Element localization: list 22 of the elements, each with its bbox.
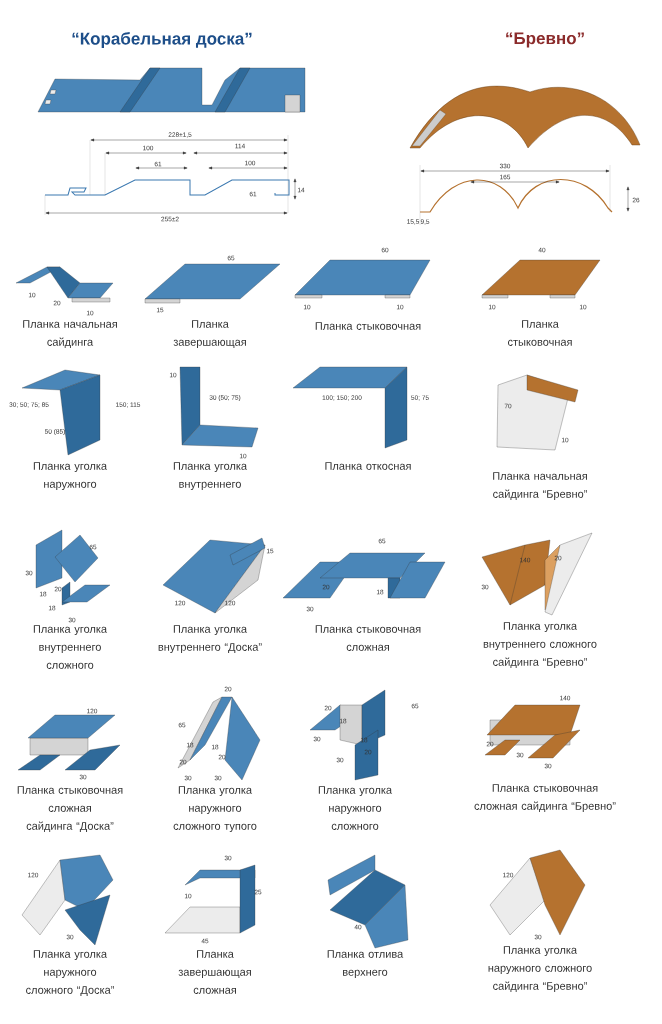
caption: Планка отлива верхнего [327,950,404,979]
caption: Планка стыковочная [315,322,421,330]
caption: Планка стыковочная [508,320,572,346]
caption: Планка стыковочная сложная сайдинга “Доска” [17,786,123,832]
caption: Планка уголка наружного сложного тупого [173,786,257,833]
caption: Планка уголка внутреннего “Доска” [158,625,262,654]
caption: Планка уголка наружного сложного [318,786,393,830]
caption: Планка стыковочная сложная [315,625,421,651]
caption: Планка уголка наружного [33,462,108,491]
caption: Планка уголка внутреннего сложного сайдинга “Бревно” [483,622,597,669]
caption: Планка завершающая сложная [178,950,251,994]
heading: “Корабельная доска” [72,32,252,48]
caption: Планка уголка наружного сложного “Доска” [26,950,114,996]
caption: Планка уголка внутреннего [173,462,248,491]
caption: Планка начальная сайдинга [23,320,117,348]
caption: Планка начальная сайдинга “Бревно” [493,472,587,501]
caption: Планка откосная [325,462,411,470]
caption: Планка завершающая [173,320,246,349]
caption: Планка уголка внутреннего сложного [33,625,108,669]
heading: “Бревно” [506,32,584,48]
caption: Планка уголка наружного сложного сайдинга “Бревно” [488,946,592,993]
caption: Планка стыковочная сложная сайдинга “Бревно” [474,784,616,813]
